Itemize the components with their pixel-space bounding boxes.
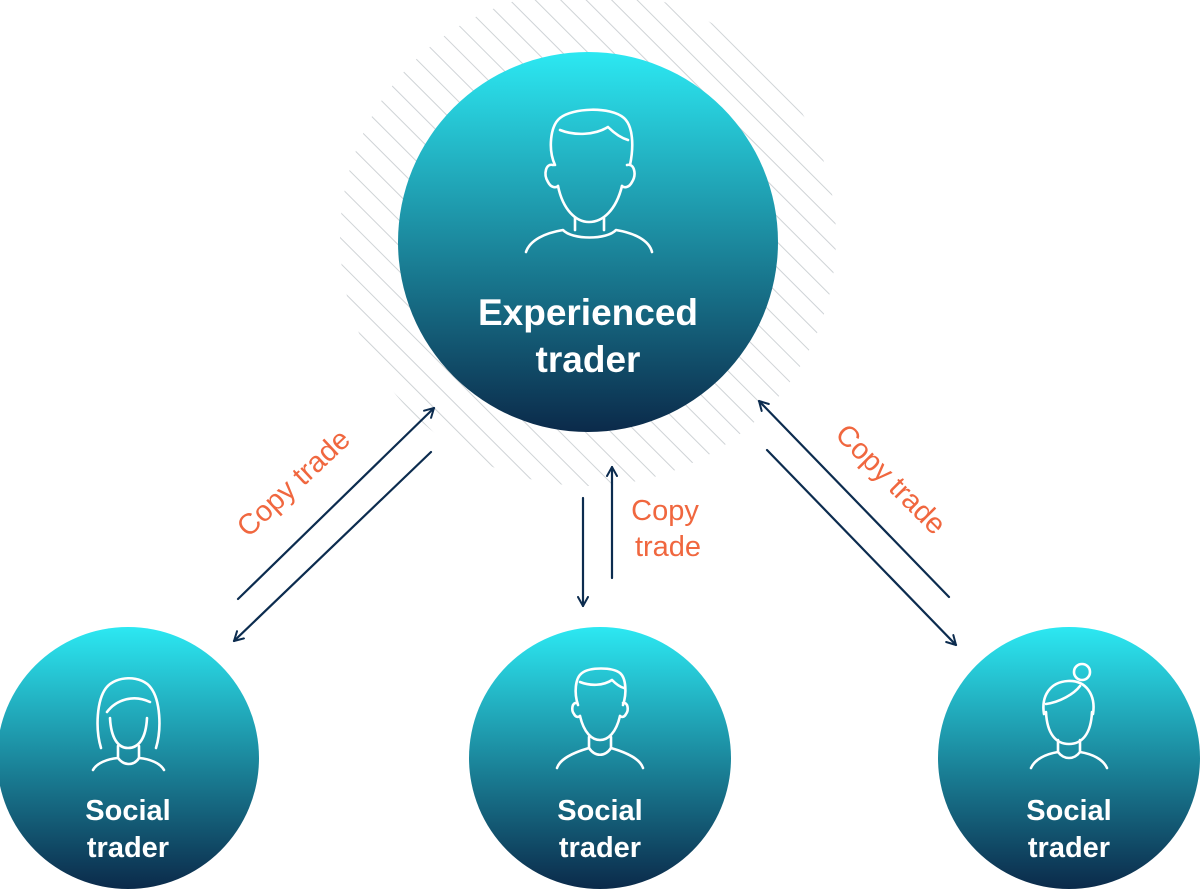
social-trader-middle-label-line1: Social: [557, 795, 642, 827]
experienced-trader-label-line2: trader: [536, 339, 641, 380]
experienced-trader-circle: [398, 52, 778, 432]
social-trader-circle-left: [0, 627, 259, 889]
edge-label-middle-line2: trade: [635, 531, 701, 563]
edge-label-right: Copy trade: [829, 418, 952, 541]
arrow-experienced-to-right: [765, 448, 958, 647]
woman-long-hair-avatar-icon: [91, 676, 166, 772]
arrow-left-to-experienced: [236, 406, 436, 601]
edge-label-middle-line1: Copy: [631, 495, 699, 527]
social-trader-node-left: Social trader: [0, 627, 259, 889]
experienced-trader-label-line1: Experienced: [478, 292, 698, 333]
man-avatar-icon: [555, 667, 645, 770]
social-trader-right-label-line1: Social: [1026, 795, 1111, 827]
man-avatar-icon: [524, 108, 654, 254]
social-trader-middle-label-line2: trader: [559, 832, 641, 864]
arrow-experienced-to-left: [232, 450, 433, 643]
woman-bun-avatar-icon: [1029, 662, 1109, 770]
social-trader-right-label-line2: trader: [1028, 832, 1110, 864]
arrow-right-to-experienced: [757, 399, 951, 599]
social-trader-circle-middle: [469, 627, 731, 889]
social-trader-node-middle: Social trader: [469, 627, 731, 889]
experienced-trader-node: Experienced trader: [398, 52, 778, 432]
edge-label-left: Copy trade: [231, 423, 357, 543]
social-trader-left-label-line1: Social: [85, 795, 170, 827]
social-trader-node-right: Social trader: [938, 627, 1200, 889]
social-trader-left-label-line2: trader: [87, 832, 169, 864]
